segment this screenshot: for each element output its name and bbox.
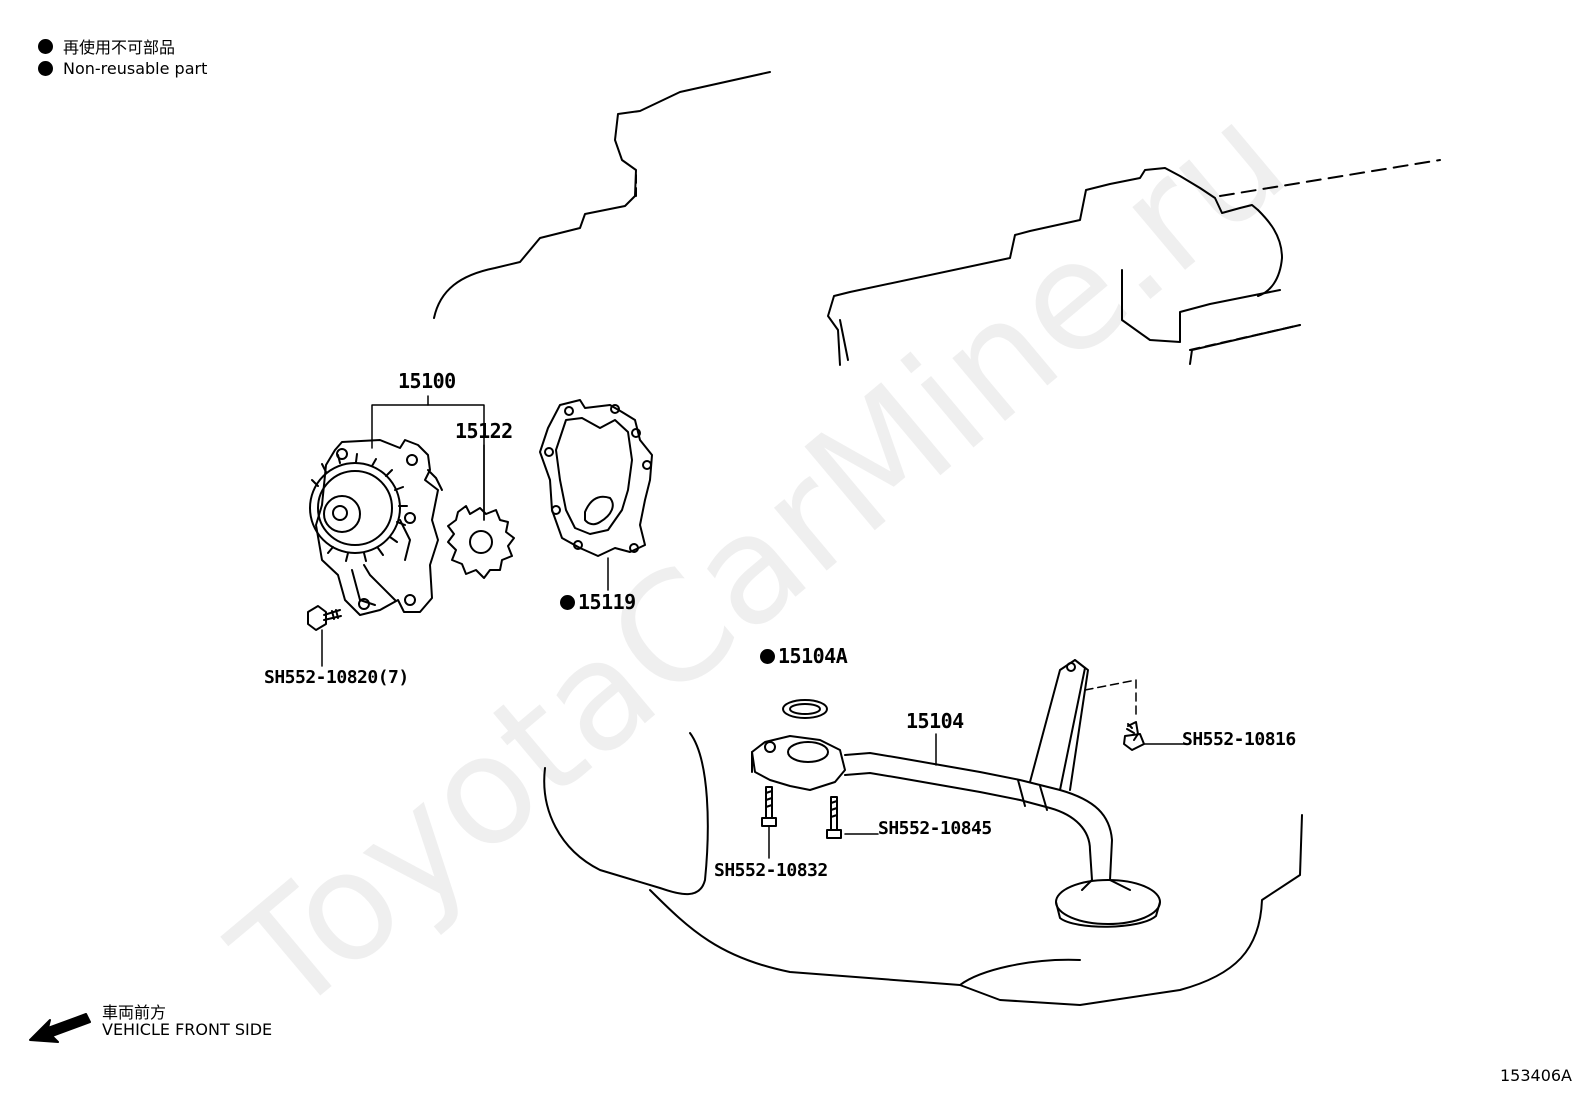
filled-circle-icon <box>38 61 53 76</box>
timing-gear <box>309 453 408 562</box>
label-sh552-10816[interactable]: SH552-10816 <box>1182 729 1296 750</box>
label-sh552-10832[interactable]: SH552-10832 <box>714 860 828 881</box>
legend-en: Non-reusable part <box>38 59 207 78</box>
bracket-bolt <box>1123 721 1145 751</box>
filled-circle-icon <box>38 38 53 54</box>
legend-en-text: Non-reusable part <box>63 59 208 78</box>
pump-bolt <box>307 605 342 631</box>
arrow-left-down-icon <box>29 1013 91 1043</box>
label-15119[interactable]: 15119 <box>560 590 636 614</box>
pump-gasket <box>539 399 653 557</box>
strainer-o-ring <box>782 699 828 719</box>
label-15122[interactable]: 15122 <box>455 419 513 443</box>
direction-jp: 車両前方 <box>102 1003 167 1022</box>
non-reusable-icon <box>760 649 775 664</box>
oil-pump-assembly <box>309 439 443 616</box>
non-reusable-icon <box>560 595 575 610</box>
driven-rotor <box>447 505 515 579</box>
strainer-bolts <box>761 786 842 839</box>
leader-lines <box>321 395 1187 859</box>
oil-pan-outline <box>543 732 1303 1006</box>
legend-jp-text: 再使用不可部品 <box>63 38 176 57</box>
label-sh552-10845[interactable]: SH552-10845 <box>878 818 992 839</box>
label-15119-text: 15119 <box>578 590 636 614</box>
oil-strainer <box>751 659 1161 928</box>
label-15104a[interactable]: 15104A <box>760 644 848 668</box>
label-15104[interactable]: 15104 <box>906 709 964 733</box>
label-sh552-10820[interactable]: SH552-10820(7) <box>264 667 409 688</box>
engine-block-outline <box>433 71 1441 366</box>
legend-jp: 再使用不可部品 <box>38 34 175 58</box>
illustration-id: 153406A <box>1499 1066 1572 1085</box>
direction-en: VEHICLE FRONT SIDE <box>102 1020 273 1039</box>
label-15104a-text: 15104A <box>778 644 848 668</box>
label-15100[interactable]: 15100 <box>398 369 456 393</box>
